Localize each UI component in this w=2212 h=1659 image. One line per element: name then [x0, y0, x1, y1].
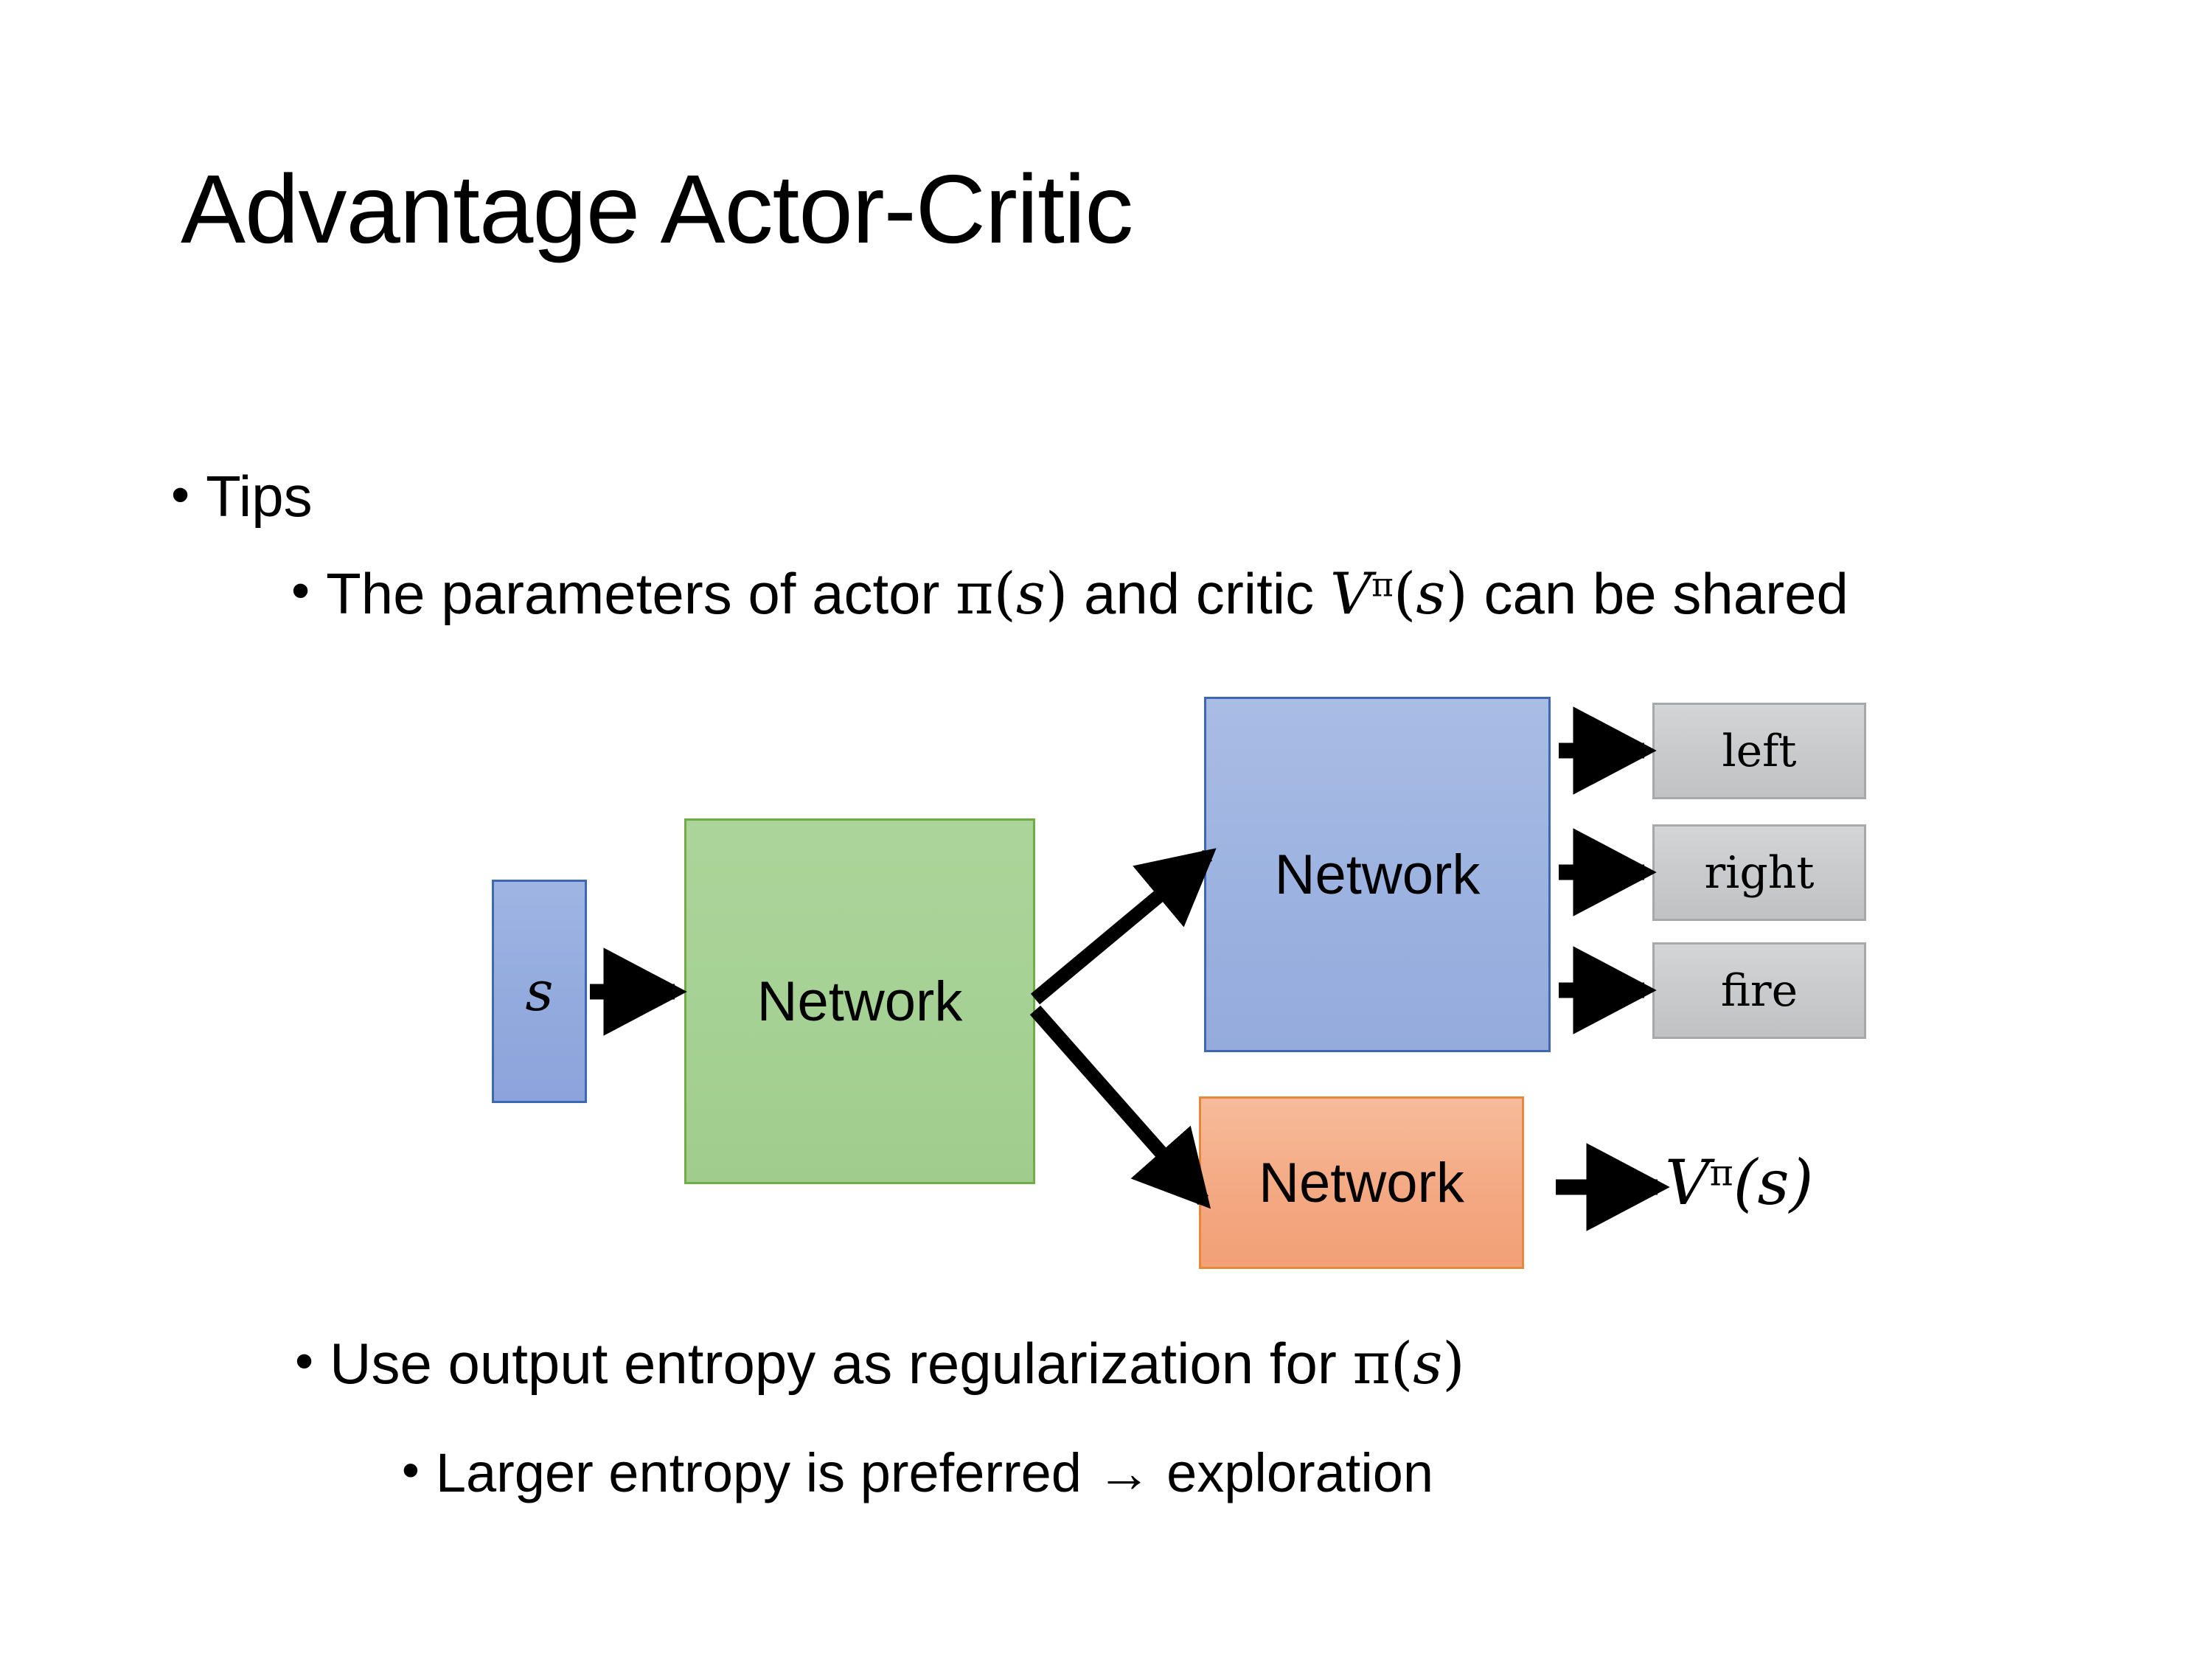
pi-symbol: π	[956, 561, 994, 627]
pi-symbol: π	[1352, 1331, 1391, 1397]
lparen: (	[1393, 561, 1416, 627]
math-pi-of-s: π(s)	[956, 561, 1068, 627]
actor-network-label: Network	[1274, 843, 1481, 906]
text-fragment-before: The parameters of actor	[326, 561, 956, 626]
critic-network-box: Network	[1199, 1096, 1524, 1269]
bullet-marker-icon: •	[171, 465, 190, 524]
bullet-marker-icon: •	[402, 1442, 420, 1499]
value-function-output-label: Vπ(s)	[1665, 1147, 1813, 1219]
math-v-pi-of-s: Vπ(s)	[1330, 561, 1468, 627]
state-input-box: s	[492, 880, 587, 1103]
action-box-right: right	[1652, 824, 1866, 921]
math-v-pi-of-s: Vπ(s)	[1665, 1147, 1813, 1219]
state-label: s	[525, 959, 554, 1023]
lparen: (	[993, 561, 1016, 627]
action-box-fire: fire	[1652, 942, 1866, 1039]
arrow-shared-to-actor	[1030, 848, 1217, 1005]
action-label-right: right	[1704, 846, 1815, 899]
action-label-fire: fire	[1720, 964, 1798, 1017]
lparen: (	[1390, 1331, 1413, 1397]
v-symbol: V	[1329, 561, 1372, 627]
pi-superscript: π	[1709, 1152, 1733, 1194]
bullet-larger-entropy: • Larger entropy is preferred → explorat…	[402, 1441, 2098, 1504]
text-fragment-before: Use output entropy as regularization for	[330, 1331, 1353, 1396]
action-label-left: left	[1722, 725, 1797, 777]
bullet-shared-parameters-label: The parameters of actor π(s) and critic …	[326, 560, 2083, 628]
argument: (s)	[1733, 1147, 1814, 1219]
critic-network-label: Network	[1259, 1151, 1464, 1214]
s-symbol: s	[1413, 1331, 1443, 1397]
bullet-shared-parameters: • The parameters of actor π(s) and criti…	[291, 560, 2083, 628]
bullet-tips: • Tips	[171, 464, 1056, 529]
shared-network-box: Network	[684, 818, 1035, 1184]
v-symbol: V	[1665, 1147, 1710, 1219]
text-fragment-middle: and critic	[1068, 561, 1330, 626]
rparen: )	[1045, 561, 1068, 627]
s-symbol: s	[1015, 561, 1046, 627]
action-box-left: left	[1652, 703, 1866, 799]
bullet-marker-icon: •	[291, 560, 310, 620]
rparen: )	[1442, 1331, 1465, 1397]
bullet-entropy-label: Use output entropy as regularization for…	[330, 1331, 2028, 1398]
actor-network-box: Network	[1204, 697, 1551, 1052]
math-pi-of-s: π(s)	[1353, 1331, 1465, 1397]
text-fragment-after: can be shared	[1467, 561, 1848, 626]
bullet-marker-icon: •	[295, 1331, 314, 1391]
bullet-larger-entropy-label: Larger entropy is preferred → exploratio…	[435, 1442, 1434, 1503]
bullet-entropy-regularization: • Use output entropy as regularization f…	[295, 1331, 2028, 1398]
page-title: Advantage Actor-Critic	[181, 155, 1133, 263]
pi-superscript: π	[1371, 565, 1394, 605]
rparen: )	[1445, 561, 1468, 627]
shared-network-label: Network	[757, 970, 963, 1033]
bullet-tips-label: Tips	[206, 464, 313, 529]
s-symbol: s	[1416, 561, 1446, 627]
arrow-shared-to-critic	[1029, 1005, 1211, 1209]
